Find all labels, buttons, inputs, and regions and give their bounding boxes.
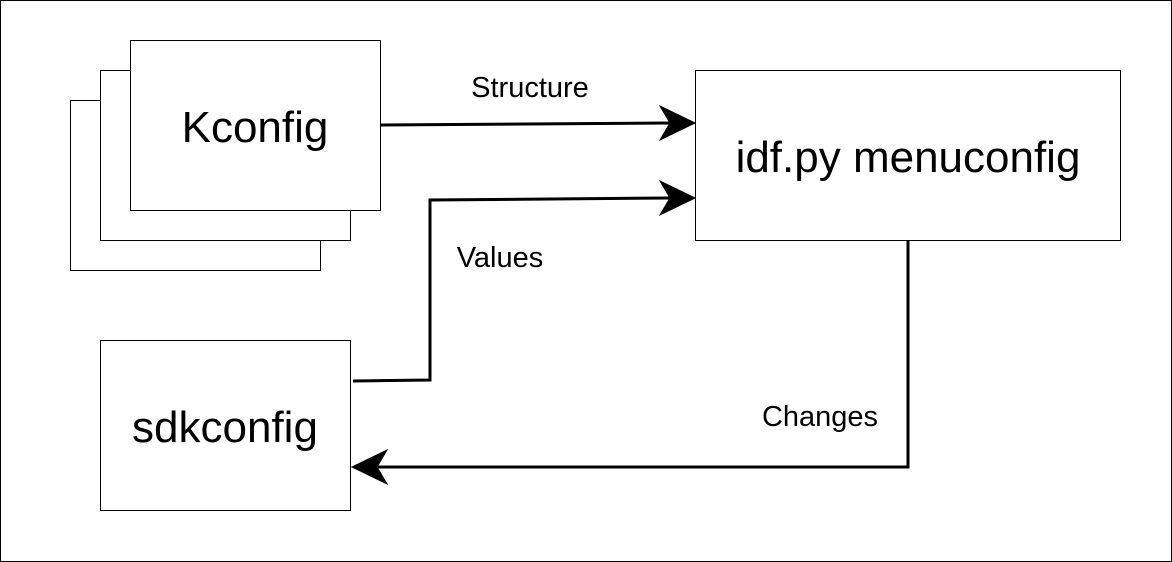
changes-arrow: [378, 241, 910, 469]
values-label: Values: [457, 242, 544, 274]
kconfig-label: Kconfig: [182, 103, 329, 152]
changes-label: Changes: [762, 401, 878, 433]
sdkconfig-label: sdkconfig: [132, 403, 318, 452]
structure-arrowhead: [658, 104, 697, 142]
menuconfig-label: idf.py menuconfig: [736, 133, 1081, 182]
values-arrow: [352, 196, 671, 383]
kconfig-box: [130, 40, 381, 211]
changes-arrowhead: [350, 448, 389, 486]
sdkconfig-box: [100, 340, 351, 511]
menuconfig-box: [695, 70, 1121, 241]
structure-arrow: [380, 121, 671, 127]
structure-label: Structure: [471, 72, 589, 104]
values-arrowhead: [658, 179, 697, 217]
